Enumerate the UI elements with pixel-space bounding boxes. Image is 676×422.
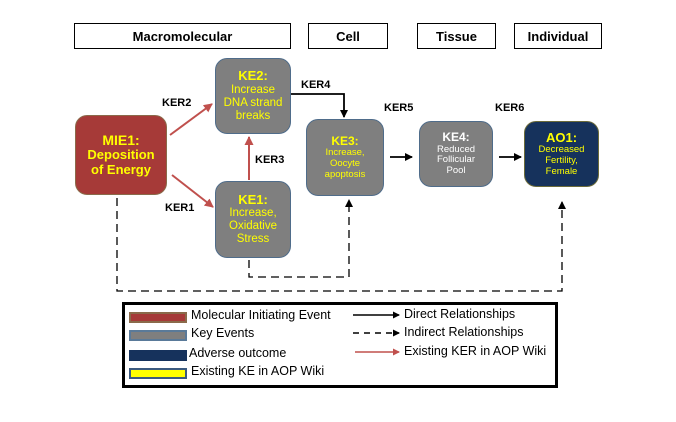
legend-label-existing-ker: Existing KER in AOP Wiki xyxy=(404,344,547,358)
legend-swatch-ke xyxy=(129,330,187,341)
legend-label-mie: Molecular Initiating Event xyxy=(191,308,331,322)
level-macromolecular: Macromolecular xyxy=(74,23,291,49)
ker1-arrow xyxy=(171,174,214,208)
legend-swatch-mie xyxy=(129,312,187,323)
ker6-label: KER6 xyxy=(495,102,525,114)
legend-swatch-ao xyxy=(129,350,187,361)
node-ke3-title: KE3: xyxy=(331,133,359,148)
node-ke4-line: Pool xyxy=(446,165,466,177)
node-ke4-line: Reduced xyxy=(436,143,476,155)
legend-label-direct: Direct Relationships xyxy=(404,307,516,321)
ker5-label: KER5 xyxy=(384,102,414,114)
node-ao1-title: AO1: xyxy=(545,129,578,145)
node-ke4[interactable]: KE4: Reduced Follicular Pool xyxy=(419,121,493,187)
node-mie1[interactable]: MIE1: Deposition of Energy xyxy=(75,115,167,195)
node-mie1-line: of Energy xyxy=(91,161,151,177)
indirect-ke1-ke3-arrow xyxy=(248,199,353,278)
node-ao1[interactable]: AO1: Decreased Fertility, Female xyxy=(524,121,599,187)
ker4-arrow xyxy=(291,93,348,118)
ker3-label: KER3 xyxy=(255,154,285,166)
ker1-label: KER1 xyxy=(165,202,195,214)
node-ke2-line: DNA strand xyxy=(223,96,283,109)
level-cell: Cell xyxy=(308,23,388,49)
node-ao1-line: Fertility, xyxy=(545,154,578,166)
node-ke3-line: apoptosis xyxy=(324,168,366,180)
legend: Molecular Initiating Event Key Events Ad… xyxy=(122,302,558,388)
node-ke1-title: KE1: xyxy=(238,191,268,207)
level-tissue: Tissue xyxy=(417,23,496,49)
node-ke4-title: KE4: xyxy=(442,130,470,145)
indirect-mie1-ao1-arrow xyxy=(116,198,566,292)
ker2-label: KER2 xyxy=(162,97,192,109)
node-ke3-line: Increase, xyxy=(325,147,365,159)
node-ke4-line: Follicular xyxy=(436,154,475,166)
legend-line-samples xyxy=(353,311,400,356)
node-ke2-title: KE2: xyxy=(238,68,268,84)
legend-label-ao: Adverse outcome xyxy=(189,346,287,360)
level-individual: Individual xyxy=(514,23,602,49)
node-ao1-line: Female xyxy=(545,165,578,177)
node-ke3-line: Oocyte xyxy=(329,157,361,169)
legend-label-ke: Key Events xyxy=(191,326,255,340)
node-ke1-line: Oxidative xyxy=(229,220,277,233)
node-ke2-line: Increase xyxy=(230,83,276,96)
node-mie1-title: MIE1: xyxy=(102,131,140,148)
node-ke3[interactable]: KE3: Increase, Oocyte apoptosis xyxy=(306,119,384,196)
ker4-label: KER4 xyxy=(301,79,331,91)
ker2-arrow xyxy=(169,103,213,136)
legend-label-existing-ke: Existing KE in AOP Wiki xyxy=(191,364,325,378)
node-ao1-line: Decreased xyxy=(538,144,585,156)
node-ke1[interactable]: KE1: Increase, Oxidative Stress xyxy=(215,181,291,258)
legend-label-indirect: Indirect Relationships xyxy=(404,325,524,339)
node-ke2-line: breaks xyxy=(235,109,271,122)
node-ke1-line: Increase, xyxy=(229,207,277,220)
legend-swatch-existing-ke xyxy=(129,368,187,379)
node-ke2[interactable]: KE2: Increase DNA strand breaks xyxy=(215,58,291,134)
node-mie1-line: Deposition xyxy=(87,147,155,163)
node-ke1-line: Stress xyxy=(236,233,270,246)
